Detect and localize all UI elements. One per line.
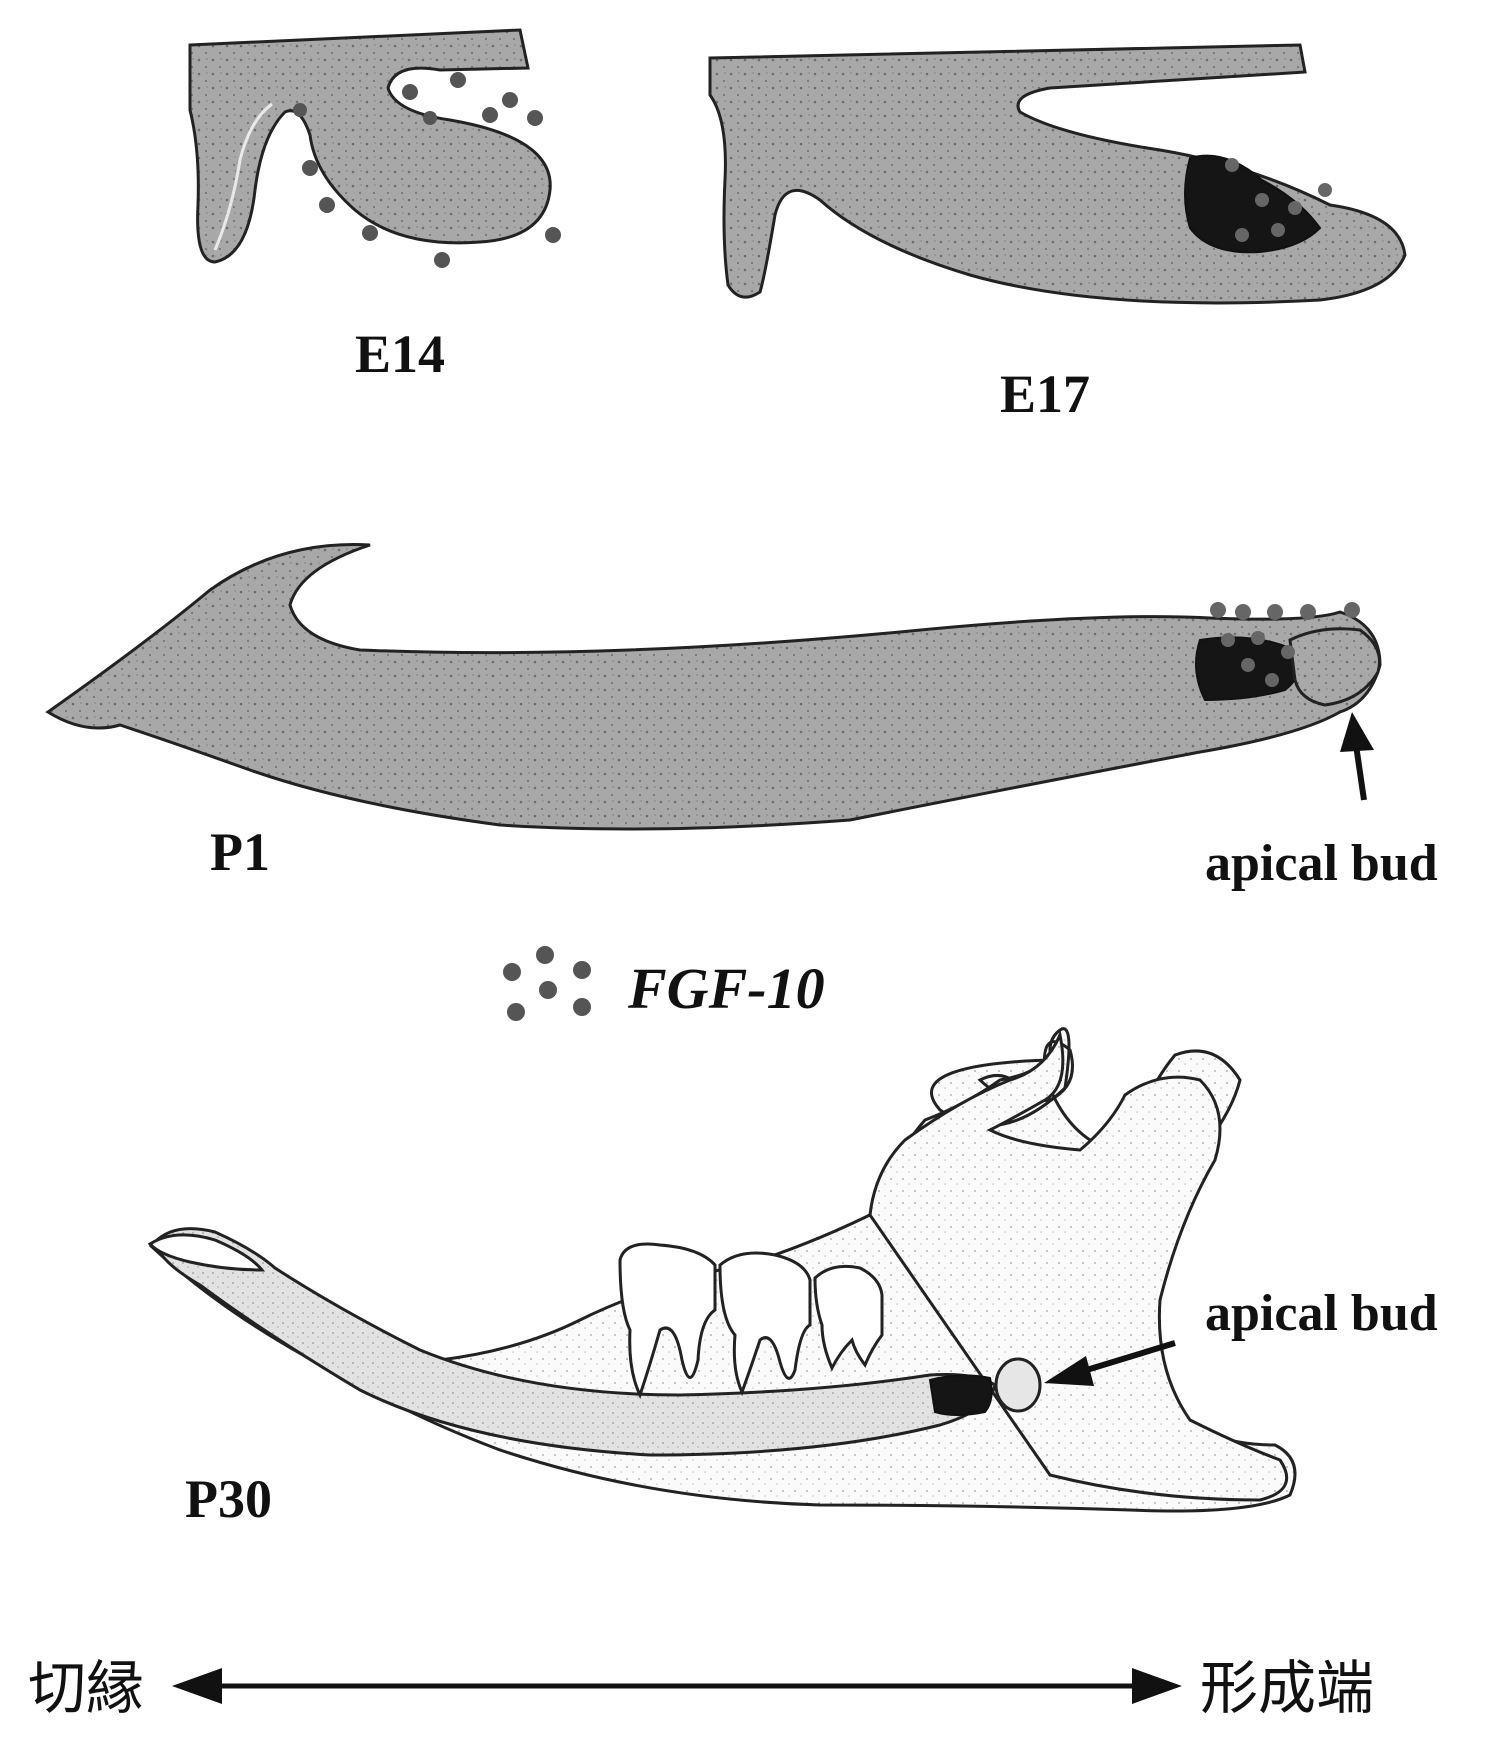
e17-tooth-germ: [710, 45, 1405, 303]
stage-label-e17: E17: [1000, 364, 1090, 424]
fgf10-dot: [1344, 602, 1360, 618]
fgf10-dot: [1255, 193, 1269, 207]
e17-epithelium: [710, 45, 1405, 303]
axis-left-label: 切縁: [28, 1654, 144, 1722]
axis-right-arrowhead: [1132, 1668, 1182, 1704]
fgf10-dot: [1210, 602, 1226, 618]
p30-apical-bud: [996, 1359, 1040, 1411]
fgf10-dot: [402, 84, 418, 100]
p1-apical-bud-arrow: [1340, 712, 1374, 800]
fgf10-dot: [1267, 604, 1283, 620]
stage-label-p1: P1: [210, 822, 270, 882]
fgf10-dot: [1300, 604, 1316, 620]
fgf10-dot: [423, 111, 437, 125]
fgf10-dot: [1265, 673, 1279, 687]
stage-label-p30: P30: [185, 1469, 272, 1529]
fgf10-dot: [1281, 645, 1295, 659]
fgf10-dot: [545, 227, 561, 243]
legend-label-fgf10: FGF-10: [627, 956, 825, 1021]
fgf10-dot: [1288, 201, 1302, 215]
stage-label-e14: E14: [355, 324, 445, 384]
fgf10-dot: [1271, 223, 1285, 237]
fgf10-dot: [1235, 604, 1251, 620]
axis-left-arrowhead: [172, 1668, 222, 1704]
axis-right-label: 形成端: [1200, 1654, 1374, 1722]
fgf10-legend-marker: [503, 946, 591, 1021]
p1-epithelium: [48, 545, 1380, 829]
fgf10-dot: [1318, 183, 1332, 197]
fgf10-dot: [1241, 658, 1255, 672]
fgf10-dot: [1251, 631, 1265, 645]
fgf10-dot: [1225, 158, 1239, 172]
p30-enamel-organ: [930, 1375, 992, 1415]
p30-mandible: [150, 1029, 1295, 1511]
fgf10-dot: [293, 103, 307, 117]
fgf10-dot: [1235, 228, 1249, 242]
fgf10-dot: [319, 197, 335, 213]
fgf10-dot: [302, 160, 318, 176]
fgf10-dot: [434, 252, 450, 268]
fgf10-dot: [1221, 633, 1235, 647]
fgf10-dot: [450, 72, 466, 88]
fgf10-dot: [482, 107, 498, 123]
fgf10-dot: [502, 92, 518, 108]
apical-bud-label-p1: apical bud: [1205, 835, 1438, 892]
p1-tooth-germ: [48, 545, 1380, 829]
incisal-to-formative-axis: [172, 1668, 1182, 1704]
fgf10-dot: [362, 225, 378, 241]
fgf10-dot: [527, 110, 543, 126]
apical-bud-label-p30: apical bud: [1205, 1285, 1438, 1342]
